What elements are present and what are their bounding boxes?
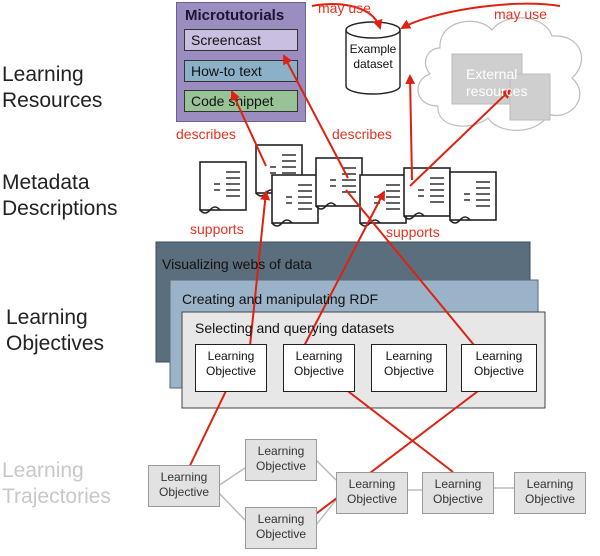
screencast-item: Screencast bbox=[184, 29, 298, 51]
supports-label-1: supports bbox=[190, 221, 244, 237]
trajectory-objective-2: Learning Objective bbox=[245, 439, 317, 481]
supports-label-2: supports bbox=[386, 224, 440, 240]
layer-label-objectives: Learning Objectives bbox=[6, 306, 105, 355]
may-use-label-1: may use bbox=[318, 0, 371, 16]
microtutorials-title: Microtutorials bbox=[185, 7, 285, 24]
may-use-label-2: may use bbox=[494, 6, 547, 22]
trajectory-objective-6: Learning Objective bbox=[514, 472, 586, 514]
howto-text-item: How-to text bbox=[184, 60, 298, 82]
layer-label-resources: Learning Resources bbox=[2, 63, 103, 112]
external-resources-label: External resources bbox=[466, 66, 528, 99]
trajectory-objective-1: Learning Objective bbox=[148, 465, 220, 507]
trajectory-objective-3: Learning Objective bbox=[245, 507, 317, 549]
panel-selecting-title: Selecting and querying datasets bbox=[195, 320, 395, 336]
layer-label-trajectories: Learning Trajectories bbox=[2, 459, 111, 508]
learning-objective-1: Learning Objective bbox=[195, 344, 267, 392]
learning-objective-4: Learning Objective bbox=[461, 344, 537, 392]
learning-objective-3: Learning Objective bbox=[371, 344, 447, 392]
describes-label-2: describes bbox=[332, 126, 392, 142]
learning-objective-2: Learning Objective bbox=[283, 344, 355, 392]
example-dataset-label: Example dataset bbox=[349, 42, 397, 71]
microtutorials-box: Microtutorials Screencast How-to text Co… bbox=[176, 2, 306, 122]
trajectory-objective-4: Learning Objective bbox=[336, 472, 408, 514]
describes-label-1: describes bbox=[176, 126, 236, 142]
trajectory-objective-5: Learning Objective bbox=[422, 472, 494, 514]
panel-visualizing-title: Visualizing webs of data bbox=[162, 256, 312, 272]
code-snippet-item: Code snippet bbox=[184, 90, 298, 112]
panel-creating-title: Creating and manipulating RDF bbox=[182, 291, 379, 307]
layer-label-metadata: Metadata Descriptions bbox=[2, 171, 118, 220]
